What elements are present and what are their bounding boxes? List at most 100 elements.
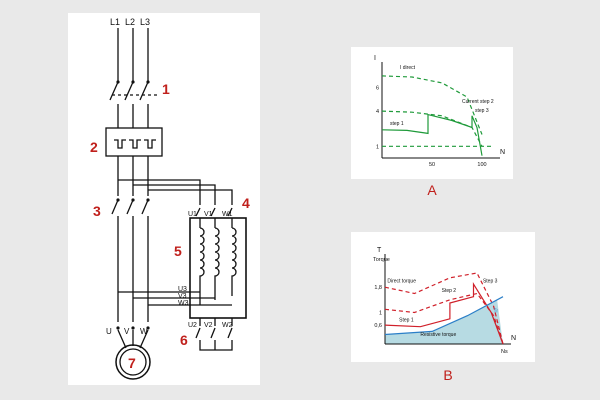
terminal-v2: V2 xyxy=(204,322,213,329)
callout-2: 2 xyxy=(90,139,98,155)
contact-u2 xyxy=(195,327,201,339)
chart-annotation: Resistive torque xyxy=(420,332,456,338)
contact-3-l1 xyxy=(111,199,119,215)
terminal-w1: W1 xyxy=(222,211,233,218)
contact-1-l1 xyxy=(109,81,119,101)
star-point xyxy=(199,340,233,351)
motor-circle xyxy=(115,344,151,380)
contact-1-l2 xyxy=(124,81,134,101)
y-tick-label: 4 xyxy=(376,109,379,115)
chart-a-label: A xyxy=(427,182,437,198)
motor-terminal-w: W xyxy=(140,327,148,336)
terminal-dot xyxy=(146,326,150,330)
motor-terminal-u: U xyxy=(106,327,112,336)
chart-annotation: Step 1 xyxy=(399,317,414,323)
schematic xyxy=(105,28,247,380)
phase-label-l2: L2 xyxy=(125,17,135,27)
y-tick-label: 6 xyxy=(376,86,379,92)
chart-annotation: Current step 2 xyxy=(462,99,494,105)
y-tick-label: 1 xyxy=(379,310,382,316)
contact-1-l3 xyxy=(139,81,149,101)
contact-w2 xyxy=(227,327,233,339)
callout-4: 4 xyxy=(242,195,250,211)
chart-annotation: step 3 xyxy=(475,108,489,114)
coil-w xyxy=(231,227,237,296)
coil-u xyxy=(199,227,205,305)
series-line-0 xyxy=(384,272,504,345)
motor-terminal-v: V xyxy=(124,327,130,336)
terminal-dot xyxy=(146,80,150,84)
terminal-u3: U3 xyxy=(178,286,187,293)
series-line-1 xyxy=(384,292,504,345)
series-line-1 xyxy=(381,110,483,147)
callout-5: 5 xyxy=(174,243,182,259)
chart-annotation: Tr xyxy=(494,308,499,314)
contact-3-l3 xyxy=(141,199,149,215)
terminal-dot xyxy=(131,80,135,84)
terminal-dots xyxy=(116,80,150,330)
x-axis-label: N xyxy=(500,149,505,156)
terminal-dot xyxy=(146,198,150,202)
y-axis-label: T xyxy=(377,247,382,254)
branch-u1 xyxy=(118,179,201,205)
relay-element-2 xyxy=(129,139,141,149)
y-axis-label: I xyxy=(374,55,376,62)
callout-1: 1 xyxy=(162,81,170,97)
callout-3: 3 xyxy=(93,203,101,219)
schematic-labels: L1 L2 L3 U1 V1 W1 U3 V3 W3 U2 V2 W2 U V … xyxy=(106,17,233,336)
motor-inner-circle xyxy=(119,348,147,376)
series-line-3 xyxy=(384,296,504,336)
phase-label-l1: L1 xyxy=(110,17,120,27)
chart-annotation: Direct torque xyxy=(387,279,416,285)
x-axis-end-label: Ns xyxy=(501,349,508,355)
branch-w1 xyxy=(148,189,233,205)
terminal-v3: V3 xyxy=(178,293,187,300)
terminal-w2: W2 xyxy=(222,322,233,329)
chart-annotation: step 1 xyxy=(390,121,404,127)
callout-6: 6 xyxy=(180,332,188,348)
motor-lead-w xyxy=(139,329,149,349)
chart-a-panel xyxy=(351,47,513,179)
coil-v xyxy=(214,227,220,300)
branch-v1 xyxy=(133,184,216,205)
resistor-block xyxy=(189,217,247,319)
relay-element-3 xyxy=(144,139,156,149)
chart-annotation: I direct xyxy=(400,65,416,71)
chart-annotation: Step 2 xyxy=(442,288,457,294)
contact-3-l2 xyxy=(126,199,134,215)
series-line-2 xyxy=(384,282,504,345)
chart-annotation: Step 3 xyxy=(483,279,498,285)
callouts: 1 2 3 4 5 6 7 xyxy=(90,81,250,371)
y-tick-label: 0,6 xyxy=(374,323,382,329)
terminal-dot xyxy=(116,326,120,330)
callout-7: 7 xyxy=(128,355,136,371)
y-tick-label: 1,8 xyxy=(374,285,382,291)
terminal-u2: U2 xyxy=(188,322,197,329)
terminal-v1: V1 xyxy=(204,211,213,218)
x-tick-label: 50 xyxy=(429,162,435,168)
schematic-panel xyxy=(68,13,260,385)
contact-w1 xyxy=(227,207,233,217)
x-tick-label: 100 xyxy=(477,162,486,168)
terminal-dot xyxy=(131,326,135,330)
contact-u1 xyxy=(195,207,201,217)
phase-label-l3: L3 xyxy=(140,17,150,27)
y-axis-label-2: Torque xyxy=(373,257,390,263)
relay-element-1 xyxy=(114,139,126,149)
terminal-w3: W3 xyxy=(178,300,189,307)
terminal-dot xyxy=(131,198,135,202)
x-axis-label: N xyxy=(511,335,516,342)
motor-lead-u xyxy=(117,329,127,349)
contact-v2 xyxy=(210,327,216,339)
contact-v1 xyxy=(210,207,216,217)
terminal-dot xyxy=(116,198,120,202)
chart-b-label: B xyxy=(443,367,452,383)
thermal-relay-box xyxy=(105,127,163,157)
terminal-dot xyxy=(116,80,120,84)
terminal-u1: U1 xyxy=(188,211,197,218)
y-tick-label: 1 xyxy=(376,144,379,150)
series-line-2 xyxy=(381,113,483,156)
